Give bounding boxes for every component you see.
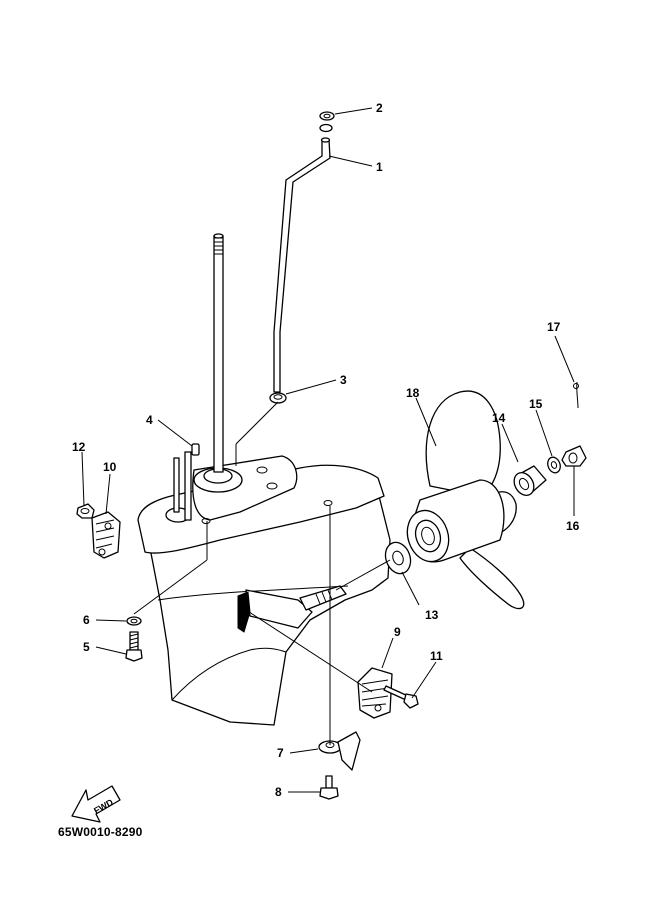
callout-7: 7: [277, 746, 284, 760]
bolt-8: [319, 775, 339, 800]
callout-8: 8: [275, 785, 282, 799]
callout-numbers: 1 2 3 4 5 6 7 8 9 10 11 12 13 14 15 16 1…: [72, 101, 580, 799]
bolt-5: [125, 631, 143, 662]
anode-9: [357, 667, 393, 719]
seal: [269, 392, 287, 404]
callout-5: 5: [83, 640, 90, 654]
water-pipe: [273, 137, 331, 393]
callout-10: 10: [103, 460, 117, 474]
spacer: [513, 465, 547, 496]
drive-shaft: [213, 233, 224, 473]
propeller: [406, 390, 525, 610]
dowel-pin: [191, 443, 200, 456]
cotter-pin: [573, 381, 579, 409]
callout-18: 18: [406, 386, 420, 400]
bolt-11: [383, 685, 419, 709]
callout-13: 13: [425, 608, 439, 622]
callout-3: 3: [340, 373, 347, 387]
trim-tab: [318, 731, 361, 771]
propeller-nut: [561, 445, 587, 467]
callout-14: 14: [492, 411, 506, 425]
callout-15: 15: [529, 397, 543, 411]
assembly-lines: [133, 401, 391, 745]
washer-15: [547, 456, 561, 474]
callout-1: 1: [376, 160, 383, 174]
callout-4: 4: [146, 413, 153, 427]
diagram-code: 65W0010-8290: [58, 825, 143, 839]
callout-6: 6: [83, 613, 90, 627]
callout-leaders: [81, 107, 575, 793]
callout-12: 12: [72, 440, 86, 454]
callout-16: 16: [566, 519, 580, 533]
callout-17: 17: [547, 320, 561, 334]
callout-9: 9: [394, 625, 401, 639]
callout-11: 11: [430, 649, 443, 663]
bolt-12: [76, 503, 95, 519]
washer-6: [126, 616, 142, 626]
fwd-arrow: FWD: [71, 785, 121, 823]
shift-rod: [173, 451, 192, 521]
callout-2: 2: [376, 101, 383, 115]
grommet: [319, 111, 335, 133]
anode-left: [91, 511, 121, 559]
